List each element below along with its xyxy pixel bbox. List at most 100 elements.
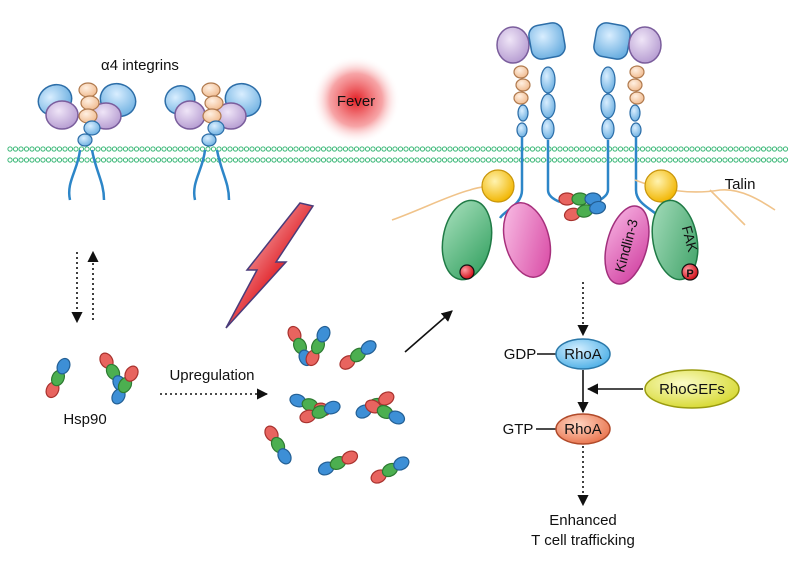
integrins-label: α4 integrins [101,57,179,74]
membrane-bead [386,146,393,152]
membrane-bead [12,157,19,163]
membrane-bead [623,146,629,152]
membrane-bead [672,146,679,152]
membrane-bead [381,157,387,163]
membrane-bead [727,146,734,152]
membrane-bead [430,157,437,163]
phospho-dot-left [459,264,475,280]
membrane-bead [612,146,618,152]
membrane-bead [469,157,475,163]
membrane-bead [700,157,706,163]
membrane-bead [623,157,629,163]
membrane-bead [452,146,459,152]
membrane-bead [260,146,266,152]
membrane-bead [254,146,261,152]
membrane-bead [249,157,255,163]
membrane-bead [529,157,536,163]
membrane-bead [760,146,767,152]
membrane-bead [364,157,371,163]
membrane-bead [29,146,35,152]
membrane-bead [782,146,789,152]
membrane-bead [221,146,228,152]
membrane-bead [227,157,233,163]
membrane-bead [34,146,41,152]
membrane-bead [375,146,382,152]
membrane-bead [408,146,415,152]
membrane-bead [502,146,508,152]
membrane-bead [678,157,684,163]
membrane-bead [172,146,178,152]
membrane-bead [617,157,624,163]
membrane-bead [287,157,294,163]
membrane-bead [188,146,195,152]
membrane-bead [271,157,277,163]
membrane-bead [590,157,596,163]
membrane-bead [205,146,211,152]
membrane-bead [733,146,739,152]
membrane-bead [496,157,503,163]
hsp90-lobe [56,357,71,375]
hsp90-lobe [323,400,341,415]
membrane-bead [474,157,481,163]
membrane-bead [562,157,569,163]
membrane-bead [458,157,464,163]
membrane-bead [315,146,321,152]
membrane-bead [447,157,453,163]
membrane-bead [568,157,574,163]
membrane-bead [601,157,607,163]
membrane-bead [771,157,778,163]
hsp90-lobe [393,456,410,471]
membrane-bead [628,146,635,152]
membrane-bead [210,157,217,163]
membrane-bead [309,157,316,163]
fak-phospho-circle [681,263,699,281]
membrane-bead [722,157,728,163]
membrane-bead [656,146,662,152]
membrane-bead [337,157,343,163]
bent-integrin-left [37,82,137,201]
membrane-bead [782,157,789,163]
membrane-bead [496,146,503,152]
membrane-bead [133,157,140,163]
membrane-bead [84,157,90,163]
membrane-bead [282,146,288,152]
membrane-bead [73,146,79,152]
membrane-bead [672,157,679,163]
membrane-bead [78,157,85,163]
outcome-line-2: T cell trafficking [531,532,635,549]
membrane-bead [441,146,448,152]
adaptor-green-left [441,199,493,281]
membrane-bead [320,146,327,152]
membrane-bead [106,157,112,163]
hsp90-lobe [341,450,359,465]
membrane-bead [419,146,426,152]
membrane-bead [62,157,68,163]
membrane-bead [568,146,574,152]
membrane-bead [337,146,343,152]
membrane-bead [650,157,657,163]
membrane-bead [18,146,24,152]
membrane-bead [276,146,283,152]
membrane-bead [155,146,162,152]
hsp90-label: Hsp90 [63,411,106,428]
membrane-bead [210,146,217,152]
membrane-bead [579,146,585,152]
membrane-bead [23,146,30,152]
membrane-bead [359,157,365,163]
membrane-bead [755,146,761,152]
membrane-bead [122,146,129,152]
rhogefs-node [644,369,740,409]
membrane-bead [744,146,750,152]
rhoa-gtp-node [555,413,611,445]
membrane-bead [298,157,305,163]
membrane-bead [45,157,52,163]
membrane-bead [128,146,134,152]
membrane-bead [183,157,189,163]
membrane-bead [331,146,338,152]
membrane-bead [359,146,365,152]
membrane-bead [95,146,101,152]
membrane-bead [507,157,514,163]
membrane-bead [326,146,332,152]
membrane-bead [771,146,778,152]
membrane-bead [700,146,706,152]
